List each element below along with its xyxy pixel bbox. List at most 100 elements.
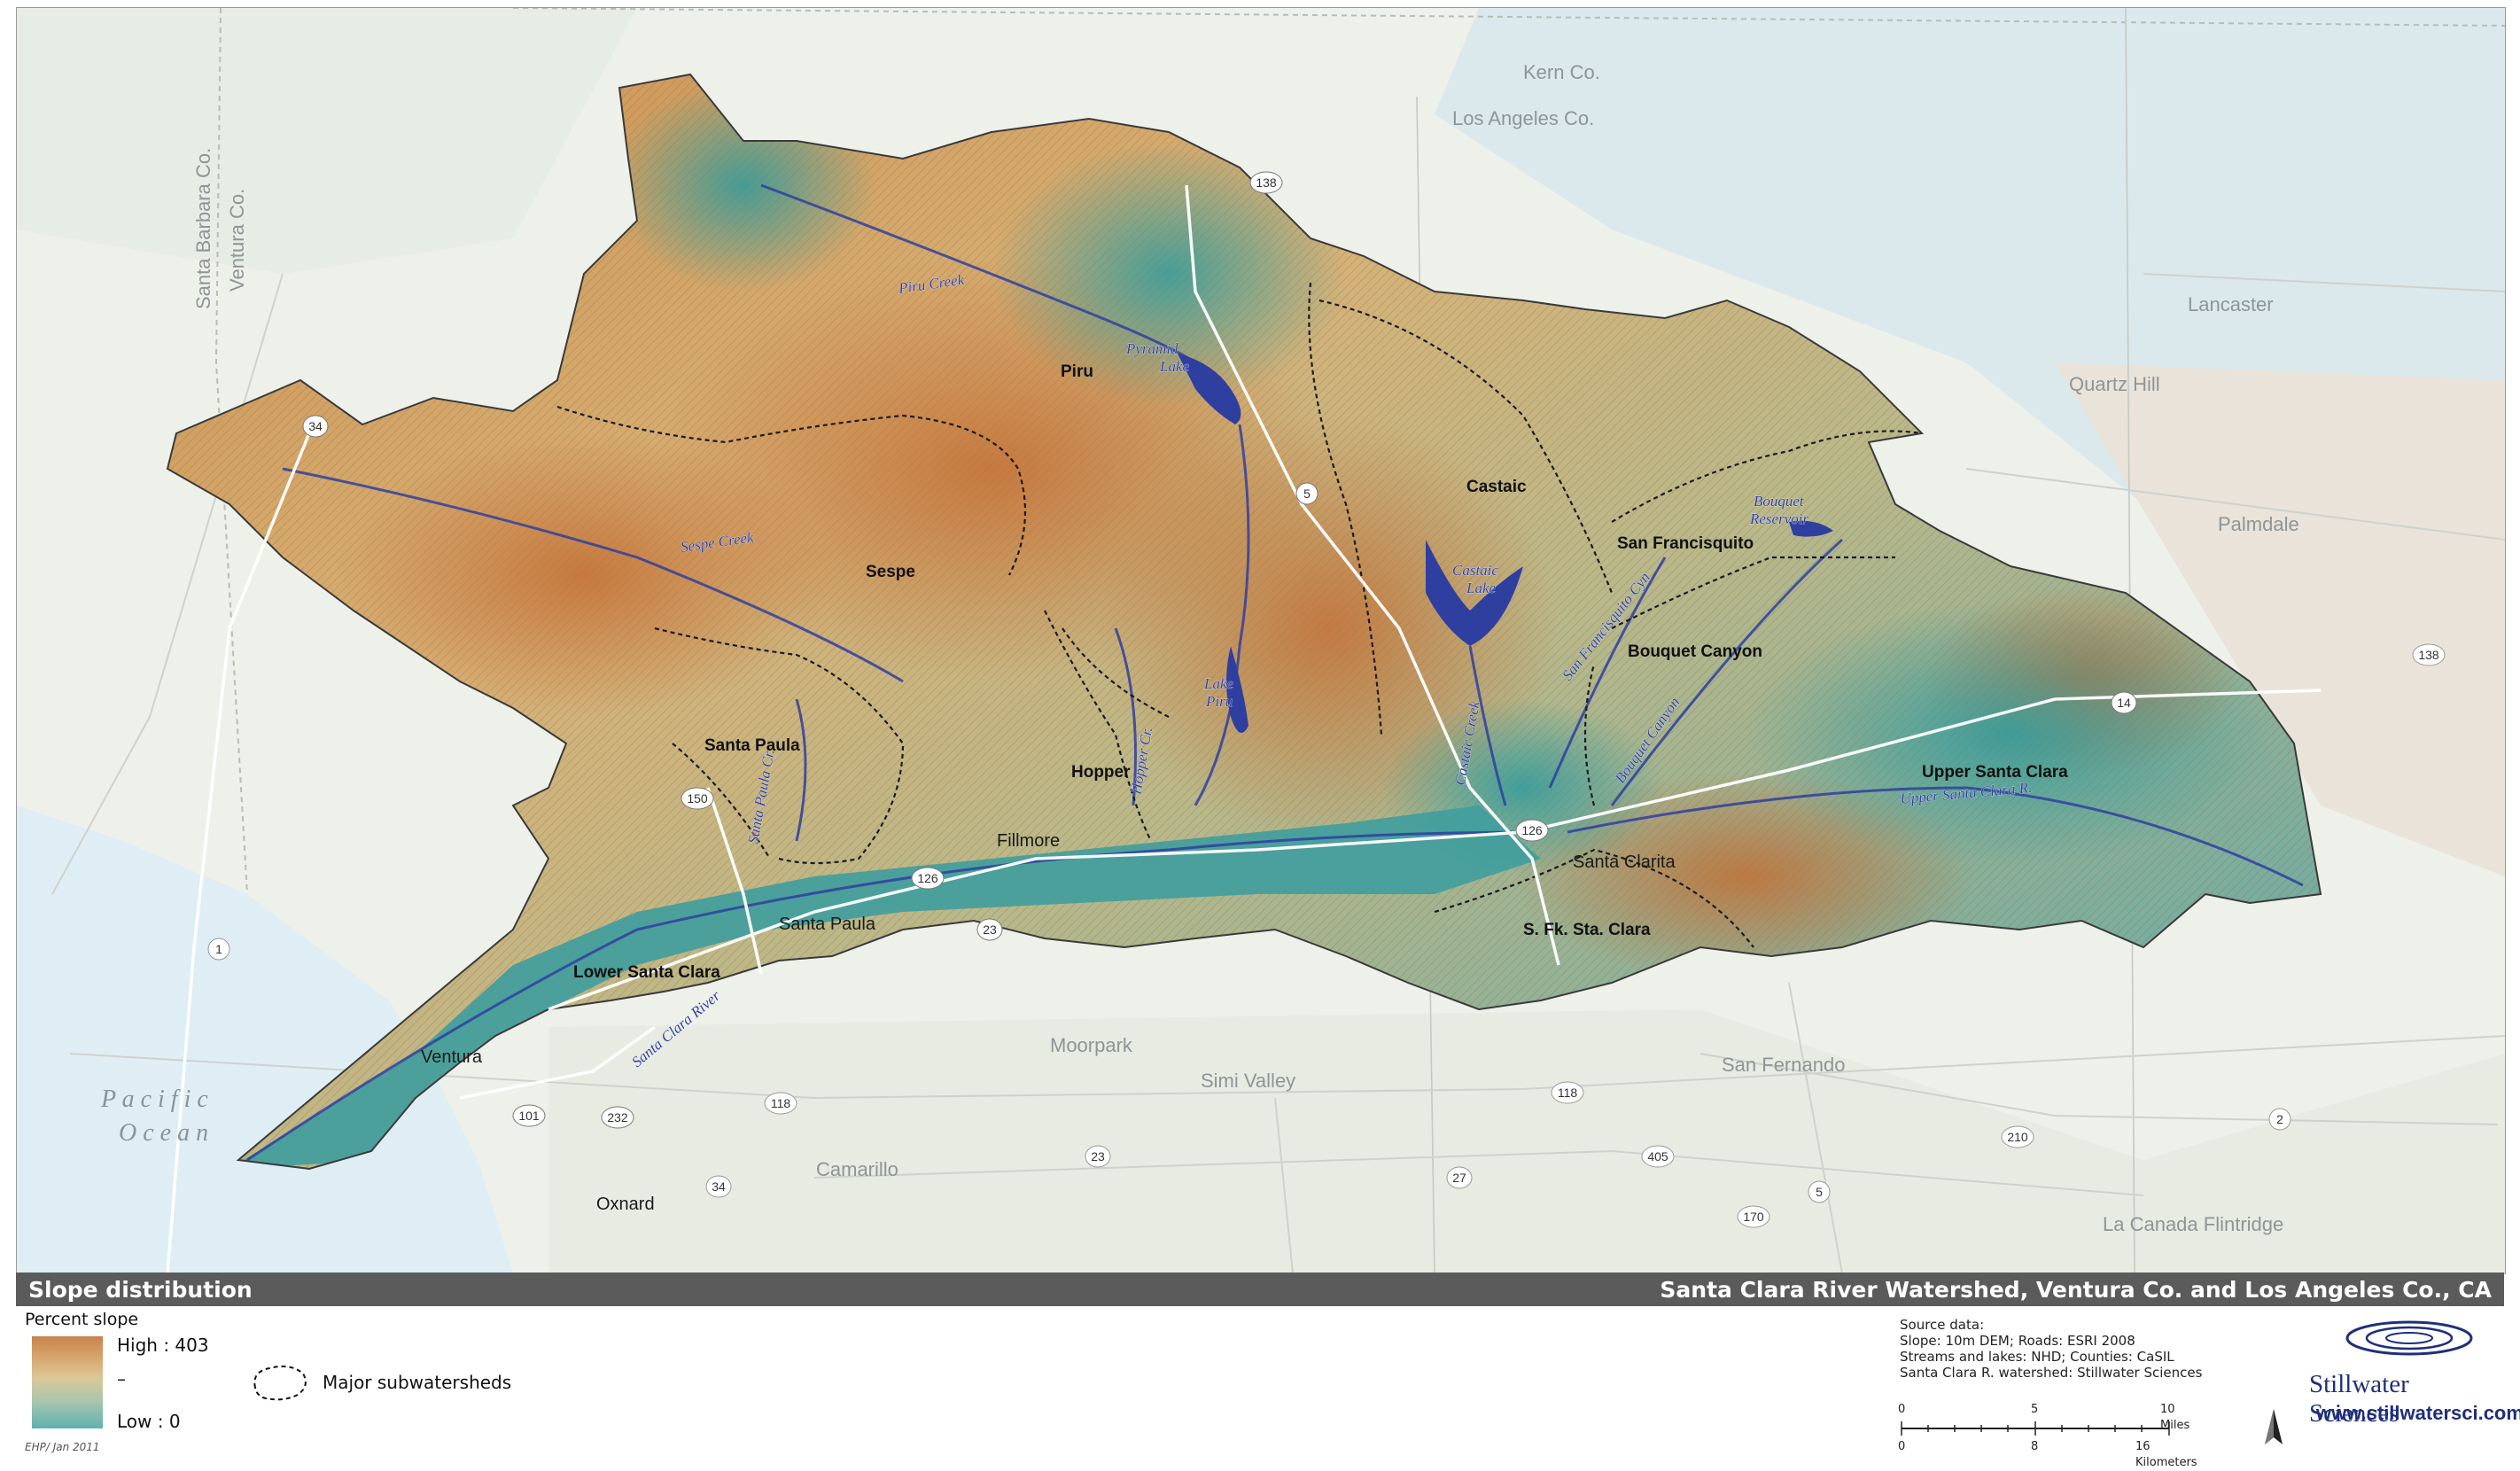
- kern-co-label: Kern Co.: [1523, 61, 1600, 83]
- route-shield-118-b: 118: [1551, 1081, 1584, 1104]
- svg-text:34: 34: [712, 1179, 726, 1194]
- svg-text:150: 150: [687, 791, 708, 806]
- route-shield-34-b: 34: [705, 1175, 732, 1198]
- route-shield-138: 138: [1249, 171, 1283, 194]
- map-canvas: 138 34 5 150 126 126 23 14 101 232 1 118…: [17, 8, 2505, 1273]
- legend-high: High : 403: [117, 1335, 209, 1356]
- svg-text:34: 34: [308, 419, 323, 433]
- svg-text:126: 126: [1521, 823, 1543, 837]
- label-castaic-lake-1: Castaic: [1452, 562, 1498, 579]
- subwatershed-sespe: Sespe: [866, 563, 915, 581]
- svg-text:23: 23: [1091, 1149, 1105, 1164]
- route-shield-405: 405: [1641, 1145, 1675, 1168]
- route-shield-150: 150: [681, 787, 714, 810]
- route-shield-27: 27: [1446, 1166, 1473, 1189]
- svg-text:14: 14: [2117, 696, 2131, 710]
- route-shield-101: 101: [512, 1104, 546, 1127]
- svg-text:118: 118: [1558, 1086, 1578, 1100]
- source-line-3: Santa Clara R. watershed: Stillwater Sci…: [1900, 1365, 2203, 1381]
- stillwater-logo-icon: [2345, 1320, 2473, 1356]
- svg-text:170: 170: [1743, 1210, 1764, 1224]
- subwatershed-upper-santa-clara: Upper Santa Clara: [1922, 763, 2068, 782]
- route-shield-1: 1: [207, 938, 230, 961]
- san-fernando-label: San Fernando: [1722, 1054, 1845, 1076]
- route-shield-126: 126: [911, 867, 945, 890]
- simi-valley-label: Simi Valley: [1201, 1070, 1295, 1092]
- svg-text:23: 23: [983, 922, 997, 937]
- legend-heading: Percent slope: [25, 1310, 139, 1329]
- subwatershed-santa-paula: Santa Paula: [704, 736, 800, 755]
- route-shield-14: 14: [2111, 691, 2137, 714]
- svg-text:138: 138: [2418, 648, 2439, 662]
- la-canada-flintridge-label: La Canada Flintridge: [2103, 1213, 2283, 1235]
- title-right: Santa Clara River Watershed, Ventura Co.…: [1660, 1276, 2492, 1303]
- town-santa-paula: Santa Paula: [779, 915, 876, 934]
- route-shield-23-b: 23: [1085, 1145, 1111, 1168]
- svg-text:138: 138: [1256, 175, 1277, 190]
- label-castaic-lake-2: Lake: [1466, 580, 1497, 596]
- label-bouquet-reservoir-2: Reservoir: [1749, 510, 1808, 527]
- source-line-1: Slope: 10m DEM; Roads: ESRI 2008: [1900, 1333, 2135, 1349]
- route-shield-170: 170: [1737, 1205, 1770, 1228]
- scale-km-16: 16 Kilometers: [2135, 1440, 2197, 1469]
- title-bar: Slope distribution Santa Clara River Wat…: [16, 1273, 2504, 1306]
- ventura-co-label: Ventura Co.: [226, 189, 248, 292]
- santa-barbara-co-label: Santa Barbara Co.: [192, 148, 214, 309]
- svg-text:210: 210: [2007, 1130, 2028, 1144]
- legend-dash: –: [117, 1368, 126, 1389]
- svg-text:232: 232: [607, 1110, 628, 1125]
- legend-subwatersheds: Major subwatersheds: [323, 1372, 512, 1393]
- label-pyramid-lake-2: Lake: [1159, 358, 1190, 375]
- ocean-label-line2: O c e a n: [119, 1119, 208, 1147]
- legend-panel: Percent slope High : 403 – Low : 0 Major…: [16, 1306, 2520, 1469]
- scale-miles-0: 0: [1898, 1403, 1906, 1416]
- camarillo-label: Camarillo: [816, 1158, 898, 1180]
- palmdale-label: Palmdale: [2218, 513, 2299, 535]
- subwatershed-hopper: Hopper: [1071, 763, 1131, 782]
- svg-text:2: 2: [2276, 1112, 2283, 1126]
- scale-bar: 0 5 10 Miles 0 8 16 Kilometers: [1894, 1402, 2197, 1469]
- route-shield-126-b: 126: [1515, 819, 1549, 842]
- label-bouquet-reservoir-1: Bouquet: [1754, 493, 1805, 510]
- moorpark-label: Moorpark: [1050, 1034, 1133, 1056]
- subwatershed-symbol: [253, 1366, 307, 1401]
- subwatershed-piru: Piru: [1061, 362, 1093, 381]
- subwatershed-san-francisquito: San Francisquito: [1617, 534, 1754, 553]
- svg-text:27: 27: [1452, 1171, 1466, 1185]
- scale-miles-10: 10 Miles: [2160, 1403, 2190, 1432]
- svg-text:405: 405: [1647, 1149, 1668, 1164]
- label-lake-piru-1: Lake: [1203, 675, 1234, 692]
- svg-text:1: 1: [215, 942, 222, 956]
- svg-text:101: 101: [518, 1109, 540, 1123]
- route-shield-34: 34: [302, 415, 329, 438]
- svg-text:126: 126: [917, 871, 938, 885]
- source-line-2: Streams and lakes: NHD; Counties: CaSIL: [1900, 1349, 2174, 1365]
- slope-color-ramp: [32, 1336, 103, 1428]
- town-fillmore: Fillmore: [997, 831, 1060, 851]
- route-shield-118: 118: [764, 1092, 797, 1115]
- source-heading: Source data:: [1900, 1317, 1985, 1333]
- subwatershed-castaic: Castaic: [1466, 478, 1527, 496]
- town-santa-clarita: Santa Clarita: [1573, 852, 1676, 872]
- route-shield-2: 2: [2268, 1108, 2291, 1131]
- credit-text: EHP/ Jan 2011: [25, 1441, 100, 1453]
- legend-low: Low : 0: [117, 1411, 181, 1432]
- svg-text:5: 5: [1303, 486, 1311, 501]
- route-shield-5: 5: [1295, 482, 1318, 505]
- quartz-hill-label: Quartz Hill: [2069, 373, 2160, 395]
- route-shield-210: 210: [2001, 1125, 2034, 1148]
- town-oxnard: Oxnard: [596, 1195, 655, 1214]
- route-shield-232: 232: [601, 1106, 634, 1129]
- label-pyramid-lake-1: Pyramid: [1125, 340, 1178, 357]
- north-arrow-icon: [2265, 1409, 2283, 1444]
- scale-km-8: 8: [2031, 1440, 2039, 1453]
- brand-url[interactable]: www.stillwatersci.com: [2316, 1402, 2520, 1424]
- route-shield-5-b: 5: [1808, 1180, 1831, 1203]
- los-angeles-co-label: Los Angeles Co.: [1452, 107, 1594, 129]
- svg-text:5: 5: [1816, 1185, 1823, 1199]
- map-panel[interactable]: 138 34 5 150 126 126 23 14 101 232 1 118…: [16, 7, 2506, 1274]
- subwatershed-lower-santa-clara: Lower Santa Clara: [573, 963, 720, 982]
- brand-name: Stillwater Sciences: [2309, 1370, 2409, 1428]
- lancaster-label: Lancaster: [2188, 293, 2274, 315]
